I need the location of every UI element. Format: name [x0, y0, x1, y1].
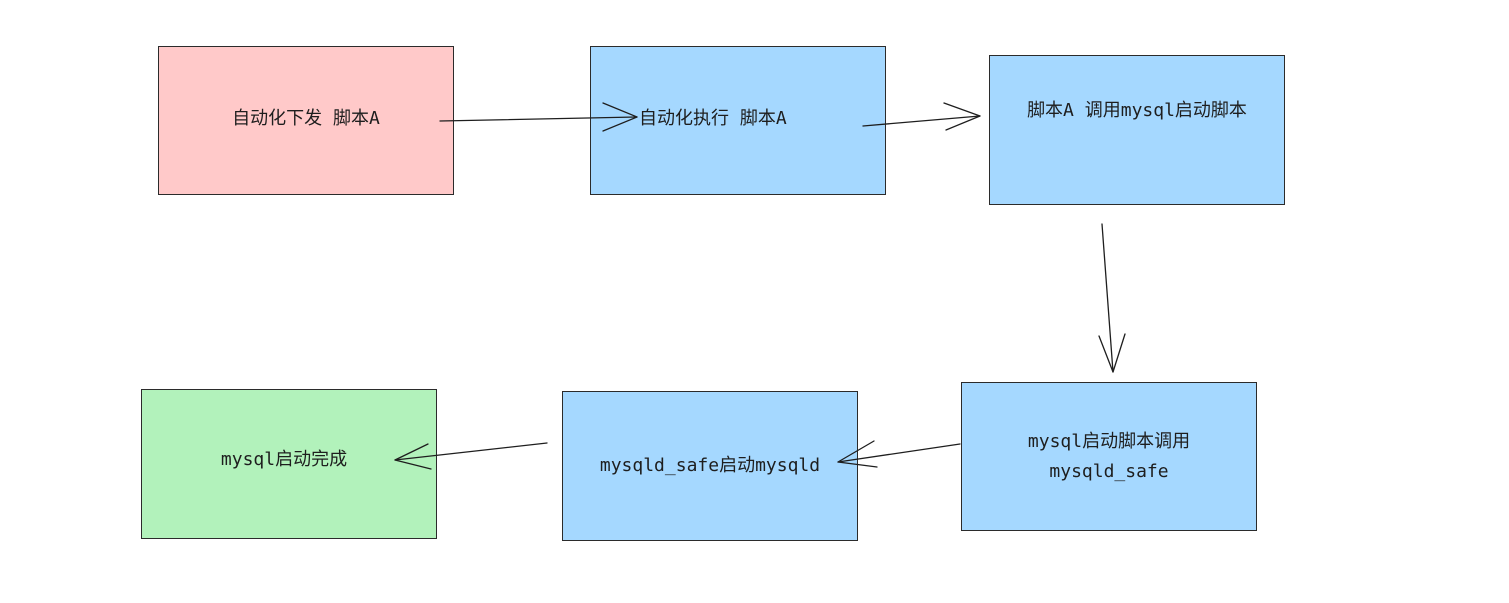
node-label: 自动化下发 脚本A	[232, 107, 380, 129]
node-script-a-call-mysql-start-script: 脚本A 调用mysql启动脚本	[989, 55, 1285, 205]
node-label: mysql启动脚本调用mysqld_safe	[1027, 430, 1191, 482]
arrow-n2-to-n3	[862, 102, 981, 131]
node-label: 脚本A 调用mysql启动脚本	[1027, 100, 1247, 121]
node-label: mysqld_safe启动mysqld	[599, 455, 821, 476]
node-mysqld-safe-start-mysqld: mysqld_safe启动mysqld	[562, 391, 858, 541]
arrow-n1-to-n2	[439, 102, 638, 132]
node-auto-execute-script-a: 自动化执行 脚本A	[590, 46, 886, 195]
arrow-n4-to-n5	[837, 440, 961, 468]
node-label: mysql启动完成	[220, 449, 348, 470]
node-mysql-start-complete: mysql启动完成	[141, 389, 437, 539]
arrow-n3-to-n4	[1098, 223, 1126, 373]
node-label: 自动化执行 脚本A	[639, 107, 787, 129]
node-auto-deliver-script-a: 自动化下发 脚本A	[158, 46, 454, 195]
arrow-n5-to-n6	[394, 442, 548, 470]
node-mysql-start-script-call-mysqld-safe: mysql启动脚本调用mysqld_safe	[961, 382, 1257, 531]
